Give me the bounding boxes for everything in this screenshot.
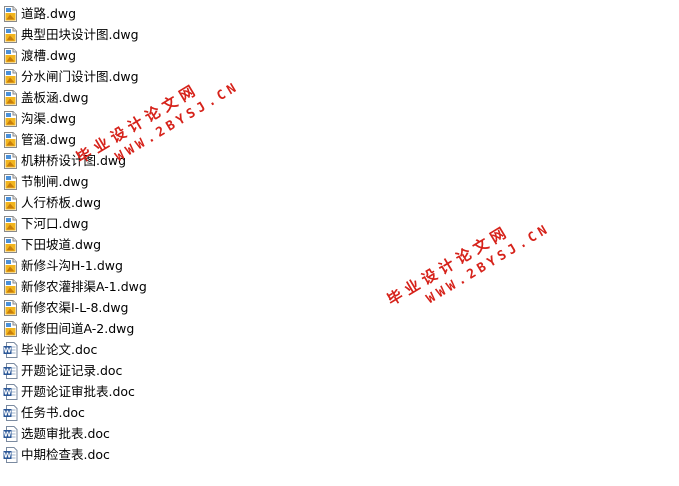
file-name: 开题论证记录.doc: [21, 362, 123, 378]
dwg-file-icon: [3, 26, 18, 43]
file-name: 新修农渠I-L-8.dwg: [21, 299, 129, 315]
word-doc-icon: W: [3, 362, 18, 379]
dwg-file-icon: [3, 278, 18, 295]
file-item[interactable]: W 中期检查表.doc: [3, 444, 303, 465]
file-name: 道路.dwg: [21, 5, 77, 21]
file-item[interactable]: 管涵.dwg: [3, 129, 303, 150]
dwg-file-icon: [3, 152, 18, 169]
dwg-file-icon: [3, 173, 18, 190]
file-item[interactable]: 沟渠.dwg: [3, 108, 303, 129]
word-doc-icon: W: [3, 383, 18, 400]
file-name: 机耕桥设计图.dwg: [21, 152, 127, 168]
file-item[interactable]: 典型田块设计图.dwg: [3, 24, 303, 45]
file-name: 选题审批表.doc: [21, 425, 110, 441]
file-name: 人行桥板.dwg: [21, 194, 102, 210]
watermark-text: 毕业设计论文网: [384, 221, 514, 310]
file-item[interactable]: 新修斗沟H-1.dwg: [3, 255, 303, 276]
file-name: 新修斗沟H-1.dwg: [21, 257, 123, 273]
dwg-file-icon: [3, 236, 18, 253]
word-doc-icon: W: [3, 425, 18, 442]
file-name: 分水闸门设计图.dwg: [21, 68, 139, 84]
dwg-file-icon: [3, 215, 18, 232]
word-doc-icon: W: [3, 446, 18, 463]
dwg-file-icon: [3, 5, 18, 22]
word-doc-icon: W: [3, 341, 18, 358]
file-name: 典型田块设计图.dwg: [21, 26, 139, 42]
file-item[interactable]: 新修田间道A-2.dwg: [3, 318, 303, 339]
file-name: 下田坡道.dwg: [21, 236, 102, 252]
file-item[interactable]: 盖板涵.dwg: [3, 87, 303, 108]
svg-text:W: W: [4, 451, 12, 459]
file-name: 中期检查表.doc: [21, 446, 110, 462]
dwg-file-icon: [3, 320, 18, 337]
file-item[interactable]: 道路.dwg: [3, 3, 303, 24]
file-name: 管涵.dwg: [21, 131, 77, 147]
file-item[interactable]: 渡槽.dwg: [3, 45, 303, 66]
dwg-file-icon: [3, 89, 18, 106]
file-item[interactable]: W 选题审批表.doc: [3, 423, 303, 444]
svg-text:W: W: [4, 430, 12, 438]
file-list: 道路.dwg 典型田块设计图.dwg 渡槽.dwg 分水闸门设计图.dwg 盖板…: [3, 3, 303, 465]
watermark-2: 毕业设计论文网 WWW.2BYSJ.CN: [383, 201, 553, 324]
file-item[interactable]: W 开题论证记录.doc: [3, 360, 303, 381]
file-item[interactable]: W 任务书.doc: [3, 402, 303, 423]
file-name: 渡槽.dwg: [21, 47, 77, 63]
file-name: 新修农灌排渠A-1.dwg: [21, 278, 147, 294]
file-item[interactable]: 节制闸.dwg: [3, 171, 303, 192]
file-item[interactable]: 人行桥板.dwg: [3, 192, 303, 213]
file-item[interactable]: 分水闸门设计图.dwg: [3, 66, 303, 87]
file-name: 开题论证审批表.doc: [21, 383, 135, 399]
file-name: 节制闸.dwg: [21, 173, 89, 189]
svg-text:W: W: [4, 367, 12, 375]
file-item[interactable]: 机耕桥设计图.dwg: [3, 150, 303, 171]
file-name: 新修田间道A-2.dwg: [21, 320, 135, 336]
dwg-file-icon: [3, 68, 18, 85]
dwg-file-icon: [3, 110, 18, 127]
file-item[interactable]: 下田坡道.dwg: [3, 234, 303, 255]
file-item[interactable]: 新修农灌排渠A-1.dwg: [3, 276, 303, 297]
dwg-file-icon: [3, 131, 18, 148]
svg-text:W: W: [4, 388, 12, 396]
dwg-file-icon: [3, 257, 18, 274]
dwg-file-icon: [3, 194, 18, 211]
dwg-file-icon: [3, 47, 18, 64]
svg-text:W: W: [4, 409, 12, 417]
file-item[interactable]: 下河口.dwg: [3, 213, 303, 234]
file-name: 盖板涵.dwg: [21, 89, 89, 105]
svg-text:W: W: [4, 346, 12, 354]
dwg-file-icon: [3, 299, 18, 316]
watermark-url: WWW.2BYSJ.CN: [423, 221, 554, 308]
file-name: 任务书.doc: [21, 404, 85, 420]
file-item[interactable]: W 开题论证审批表.doc: [3, 381, 303, 402]
file-name: 下河口.dwg: [21, 215, 89, 231]
file-name: 沟渠.dwg: [21, 110, 77, 126]
file-name: 毕业论文.doc: [21, 341, 98, 357]
word-doc-icon: W: [3, 404, 18, 421]
file-item[interactable]: W 毕业论文.doc: [3, 339, 303, 360]
file-item[interactable]: 新修农渠I-L-8.dwg: [3, 297, 303, 318]
